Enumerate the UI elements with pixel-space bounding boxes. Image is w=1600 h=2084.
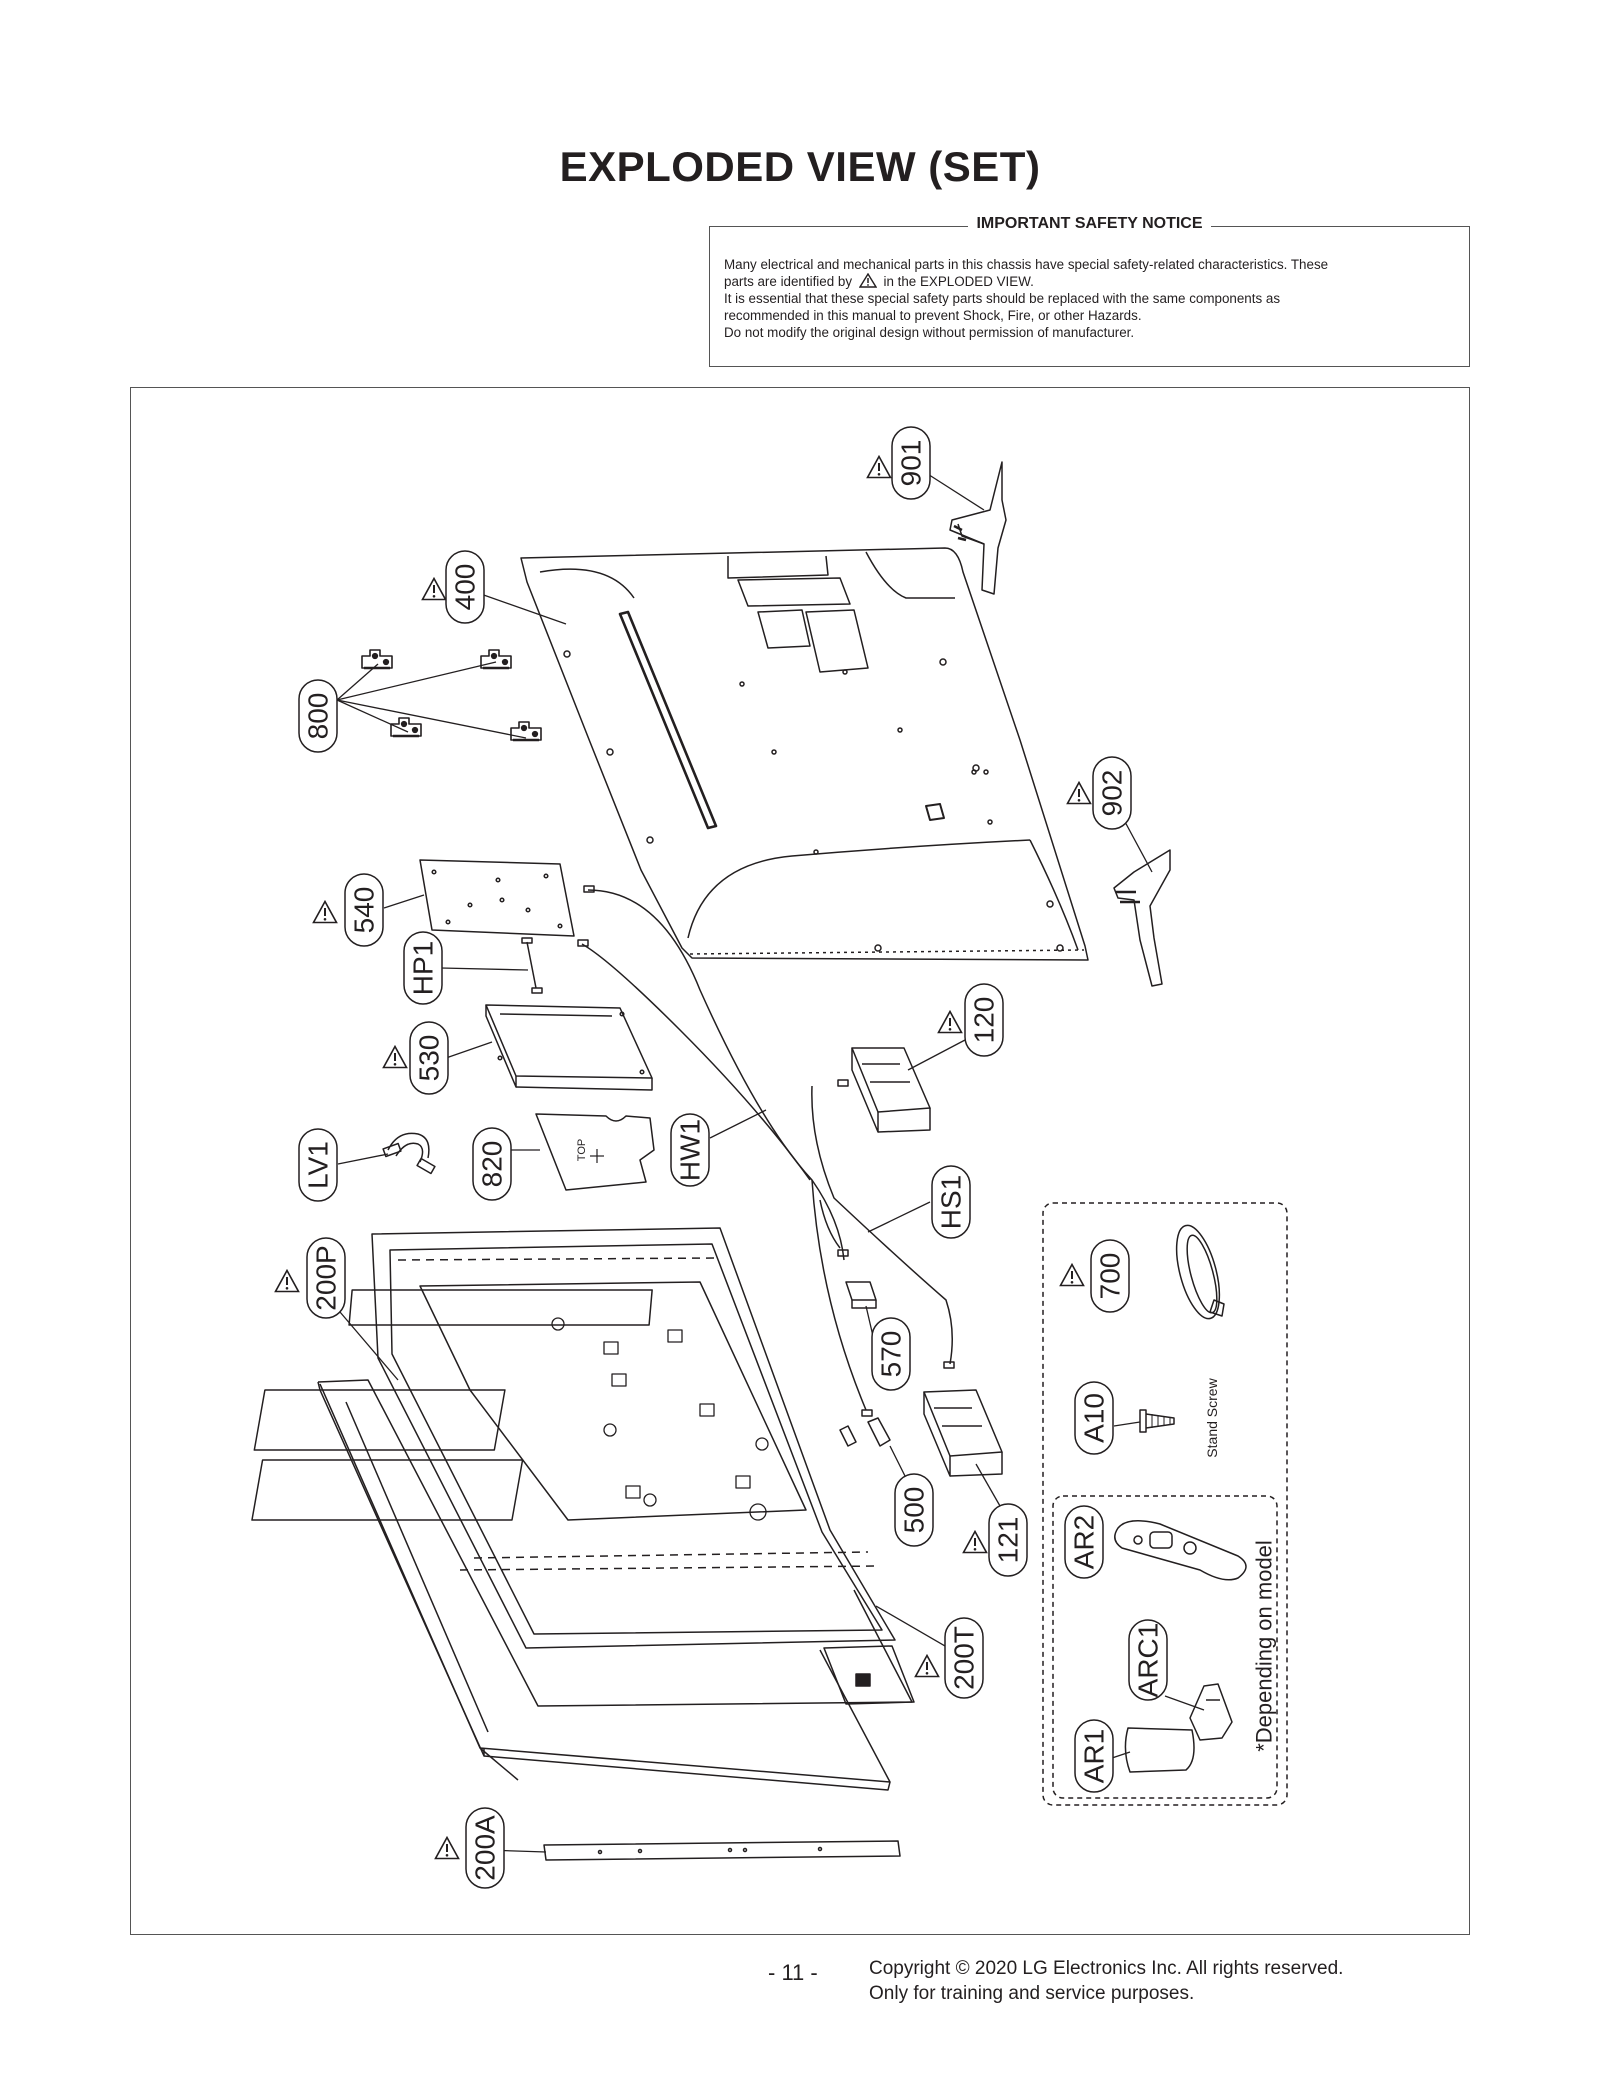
main-board-540 — [419, 859, 575, 937]
lcd-module — [317, 1379, 913, 1791]
label-ARC1: ARC1 — [1133, 1623, 1164, 1698]
label-500: 500 — [899, 1487, 930, 1534]
label-700: 700 — [1095, 1253, 1126, 1300]
safety-notice-heading: IMPORTANT SAFETY NOTICE — [968, 215, 1211, 232]
cable-LV1 — [382, 1132, 436, 1175]
remote-AR1 — [1124, 1727, 1195, 1773]
label-HW1: HW1 — [675, 1119, 706, 1181]
label-120: 120 — [969, 997, 1000, 1044]
harness-wires — [577, 885, 955, 1417]
part-570 — [845, 1281, 877, 1309]
label-540: 540 — [349, 887, 380, 934]
bottom-bar-200A — [543, 1840, 901, 1861]
label-200P: 200P — [311, 1245, 342, 1310]
label-820: 820 — [477, 1141, 508, 1188]
label-902: 902 — [1097, 770, 1128, 817]
remote-AR2 — [1114, 1520, 1247, 1581]
cable-HP1 — [521, 937, 543, 994]
label-800: 800 — [303, 693, 334, 740]
label-AR2: AR2 — [1069, 1515, 1100, 1569]
warning-icon-530 — [382, 1045, 408, 1069]
part-500 — [839, 1417, 891, 1447]
warning-icon-902 — [1066, 781, 1092, 805]
safety-notice-box: IMPORTANT SAFETY NOTICE Many electrical … — [709, 215, 1470, 367]
training-line: Only for training and service purposes. — [869, 1983, 1195, 2004]
warning-icon-901 — [866, 455, 892, 479]
label-AR1: AR1 — [1079, 1729, 1110, 1783]
power-cord-700 — [1175, 1224, 1225, 1320]
leader-lines — [336, 470, 1205, 1853]
stand-901 — [949, 461, 1007, 595]
footer-copyright: Copyright © 2020 LG Electronics Inc. All… — [869, 1956, 1343, 2006]
stand-902 — [1113, 849, 1171, 987]
page-title: EXPLODED VIEW (SET) — [559, 143, 1041, 190]
copyright-line: Copyright © 2020 LG Electronics Inc. All… — [869, 1958, 1344, 1979]
warning-icon-540 — [312, 900, 338, 924]
label-LV1: LV1 — [303, 1141, 334, 1189]
warning-icon-121 — [962, 1530, 988, 1554]
warning-icon-200T — [914, 1654, 940, 1678]
remote-holder-ARC1 — [1189, 1683, 1233, 1741]
panel-frame-200P — [251, 1227, 896, 1649]
warning-icon-200A — [434, 1836, 460, 1860]
part-labels: 901 400 800 902 540 HP1 530 120 LV1 820 … — [298, 426, 1168, 1889]
tcon-board-200T — [823, 1645, 915, 1705]
label-HS1: HS1 — [936, 1175, 967, 1229]
notice-line-4: recommended in this manual to prevent Sh… — [724, 308, 1142, 323]
label-A10: A10 — [1079, 1393, 1110, 1443]
warning-icon-200P — [274, 1269, 300, 1293]
power-board-530 — [485, 1004, 653, 1091]
warning-icon-400 — [421, 577, 447, 601]
depending-on-model-note: *Depending on model — [1252, 1540, 1277, 1752]
notice-line-1: Many electrical and mechanical parts in … — [724, 257, 1329, 272]
label-530: 530 — [414, 1035, 445, 1082]
label-HP1: HP1 — [408, 941, 439, 995]
page-number: - 11 - — [768, 1960, 818, 1985]
notice-line-3: It is essential that these special safet… — [724, 291, 1281, 306]
label-400: 400 — [450, 564, 481, 611]
warning-icon-700 — [1059, 1263, 1085, 1287]
notice-line-2: parts are identified by in the EXPLODED … — [724, 272, 1034, 289]
label-121: 121 — [993, 1517, 1024, 1564]
insulator-sheet-820 — [535, 1113, 655, 1191]
stand-screw-label: Stand Screw — [1204, 1377, 1220, 1457]
panel-top-print: TOP — [576, 1139, 588, 1161]
accessories-box — [1042, 1202, 1288, 1806]
label-901: 901 — [896, 440, 927, 487]
notice-line-5: Do not modify the original design withou… — [724, 325, 1135, 340]
label-200A: 200A — [470, 1815, 501, 1881]
speaker-121 — [923, 1389, 1003, 1477]
warning-icon-120 — [937, 1010, 963, 1034]
stand-screw-A10 — [1139, 1409, 1175, 1433]
warning-triangle-icon — [858, 272, 878, 288]
label-200T: 200T — [949, 1626, 980, 1690]
speaker-120 — [851, 1047, 931, 1133]
label-570: 570 — [876, 1331, 907, 1378]
back-cover-400 — [520, 547, 1089, 961]
exploded-view-frame — [130, 387, 1470, 1935]
safety-notice-text: Many electrical and mechanical parts in … — [724, 256, 1457, 341]
